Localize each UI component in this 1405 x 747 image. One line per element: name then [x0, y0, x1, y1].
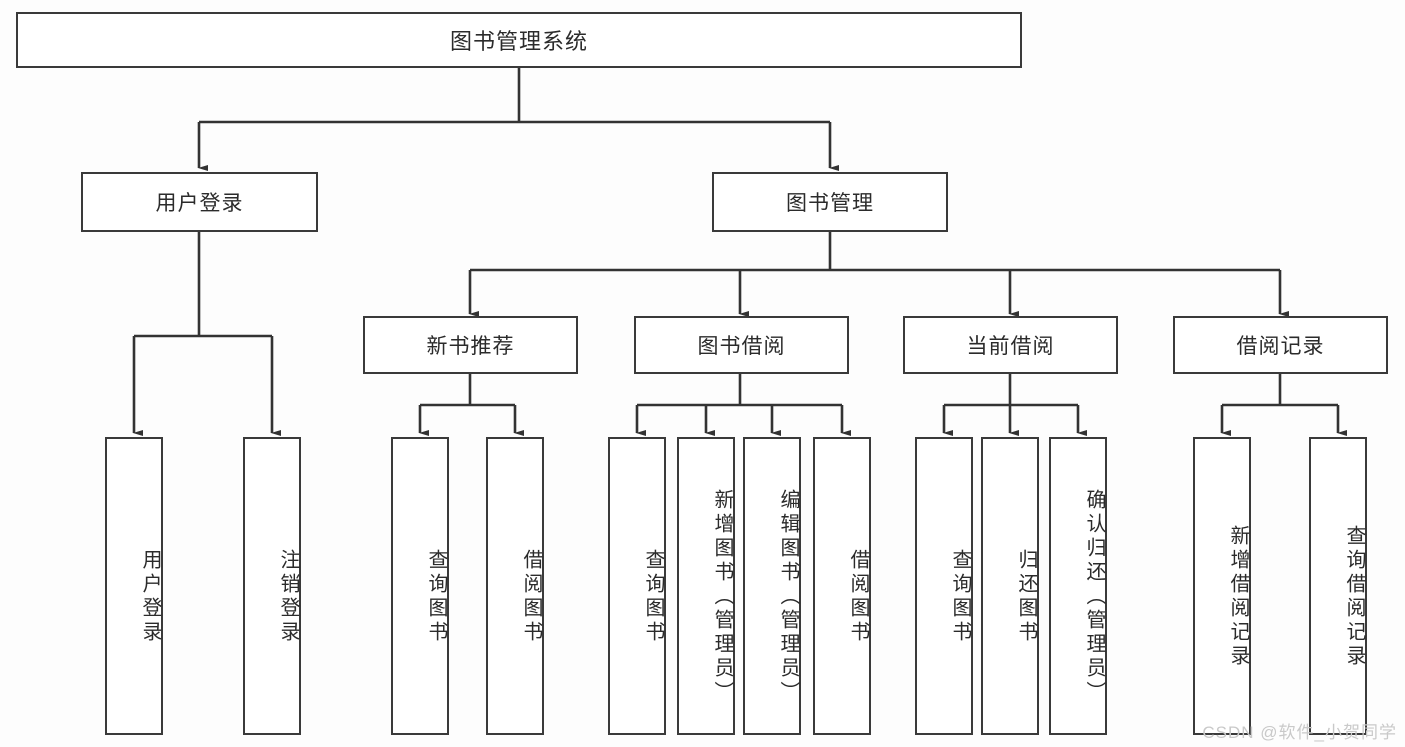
node-label: 当前借阅 [966, 335, 1055, 358]
node-label: 图书借阅 [697, 335, 786, 358]
node-label: 图书管理系统 [449, 29, 588, 54]
leaf-current-return-book[interactable]: 归还图书 [981, 437, 1039, 735]
node-label: 新书推荐 [426, 335, 515, 358]
node-label: 查询图书 [949, 549, 971, 645]
node-borrow-record[interactable]: 借阅记录 [1173, 316, 1388, 374]
node-label: 新增借阅记录 [1227, 525, 1249, 669]
leaf-borrow-borrow-book[interactable]: 借阅图书 [813, 437, 871, 735]
leaf-record-query-record[interactable]: 查询借阅记录 [1309, 437, 1367, 735]
leaf-record-add-record[interactable]: 新增借阅记录 [1193, 437, 1251, 735]
leaf-borrow-add-book-admin[interactable]: 新增图书（管理员） [677, 437, 735, 735]
node-label: 新增图书（管理员） [711, 489, 733, 705]
node-label: 借阅图书 [520, 549, 542, 645]
node-current-borrow[interactable]: 当前借阅 [903, 316, 1118, 374]
node-label: 用户登录 [139, 549, 161, 645]
node-new-book-recommend[interactable]: 新书推荐 [363, 316, 578, 374]
node-book-borrow[interactable]: 图书借阅 [634, 316, 849, 374]
node-label: 借阅图书 [847, 549, 869, 645]
node-label: 归还图书 [1015, 549, 1037, 645]
node-label: 图书管理 [786, 192, 874, 215]
leaf-user-login-logout[interactable]: 注销登录 [243, 437, 301, 735]
leaf-borrow-edit-book-admin[interactable]: 编辑图书（管理员） [743, 437, 801, 735]
node-label: 查询借阅记录 [1343, 525, 1365, 669]
leaf-borrow-query-book[interactable]: 查询图书 [608, 437, 666, 735]
node-label: 确认归还（管理员） [1083, 489, 1105, 705]
leaf-current-query-book[interactable]: 查询图书 [915, 437, 973, 735]
leaf-current-confirm-return-admin[interactable]: 确认归还（管理员） [1049, 437, 1107, 735]
leaf-recommend-borrow-book[interactable]: 借阅图书 [486, 437, 544, 735]
node-label: 查询图书 [642, 549, 664, 645]
node-label: 注销登录 [277, 549, 299, 645]
node-label: 用户登录 [155, 192, 244, 215]
node-book-management[interactable]: 图书管理 [712, 172, 948, 232]
node-label: 编辑图书（管理员） [777, 489, 799, 705]
leaf-user-login-login[interactable]: 用户登录 [105, 437, 163, 735]
node-user-login[interactable]: 用户登录 [81, 172, 318, 232]
node-label: 查询图书 [425, 549, 447, 645]
watermark-text: CSDN @软件_小贺同学 [1202, 723, 1397, 742]
leaf-recommend-query-book[interactable]: 查询图书 [391, 437, 449, 735]
node-root-system[interactable]: 图书管理系统 [16, 12, 1022, 68]
node-label: 借阅记录 [1236, 335, 1325, 358]
